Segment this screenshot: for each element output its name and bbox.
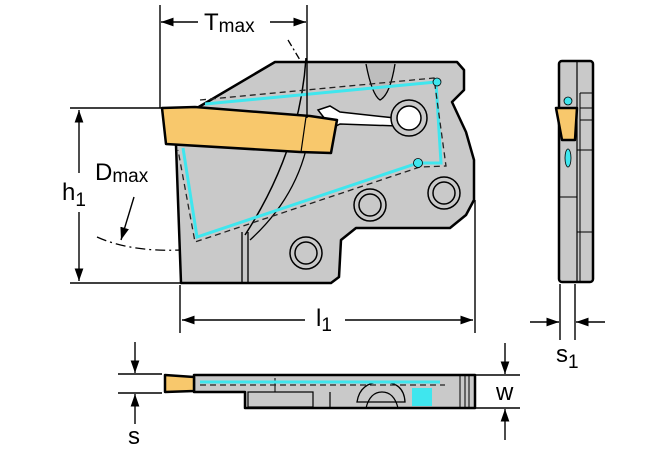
t-max-subscript: max — [219, 16, 255, 37]
cutting-insert — [160, 105, 339, 155]
d-max-subscript: max — [112, 166, 148, 187]
w-dimension: w — [476, 343, 520, 440]
s1-subscript: 1 — [568, 352, 579, 373]
h1-dimension: h1 — [62, 107, 181, 284]
svg-text:Tmax: Tmax — [204, 9, 255, 37]
w-label: w — [495, 379, 514, 406]
svg-text:h1: h1 — [62, 179, 86, 211]
side-insert — [554, 106, 579, 142]
svg-text:l1: l1 — [316, 305, 332, 336]
t-max-dimension: Tmax — [159, 5, 308, 118]
svg-text:Dmax: Dmax — [95, 159, 149, 187]
d-max-label: D — [95, 159, 112, 186]
h1-label: h — [62, 179, 75, 206]
d-max-dimension: Dmax — [95, 159, 181, 251]
s-dimension: s — [118, 342, 162, 450]
side-view: s1 — [530, 59, 605, 373]
blade-body — [174, 60, 476, 285]
s-label: s — [128, 423, 140, 450]
clamp-screw-hole — [396, 105, 422, 131]
top-insert — [163, 373, 196, 394]
top-view: s w — [118, 342, 520, 450]
l1-subscript: 1 — [321, 315, 332, 336]
h1-subscript: 1 — [75, 190, 86, 211]
svg-text:s1: s1 — [556, 341, 579, 373]
top-body — [192, 373, 477, 410]
l1-label: l — [316, 305, 321, 332]
s1-dimension: s1 — [530, 284, 605, 373]
l1-dimension: l1 — [179, 200, 476, 336]
mounting-holes — [289, 176, 461, 270]
front-view: Tmax h1 Dmax l1 — [62, 5, 476, 336]
side-body — [557, 59, 595, 284]
top-notch — [365, 63, 396, 101]
s1-label: s — [556, 341, 568, 368]
t-max-label: T — [204, 9, 219, 36]
coolant-channel — [177, 77, 447, 243]
